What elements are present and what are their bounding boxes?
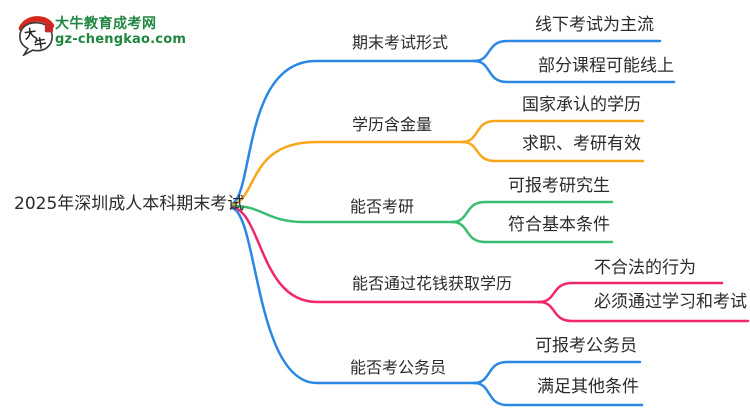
leaf-line-some-online [472,59,676,84]
logo-red-hat-arc [18,16,55,32]
leaf-label-valid-for-jobs: 求职、考研有效 [522,134,641,154]
leaf-label-can-apply-civil-service: 可报考公务员 [535,336,637,356]
leaf-label-meet-other-conditions: 满足其他条件 [537,377,639,397]
leaf-label-state-recognized: 国家承认的学历 [522,95,641,115]
leaf-label-must-study-and-exam: 必须通过学习和考试 [594,292,747,312]
logo-char-niu: 牛 [33,35,47,52]
branch-label-postgrad: 能否考研 [350,197,415,216]
leaf-line-must-study-and-exam [537,300,750,323]
leaf-label-meet-basic-conditions: 符合基本条件 [508,215,610,235]
leaf-line-meet-basic-conditions [450,220,614,244]
branch-label-pay-for-degree: 能否通过花钱获取学历 [352,274,513,293]
daniu-speech-bubble-icon: 大 牛 [18,16,55,56]
leaf-line-offline-mainstream [472,39,662,63]
leaf-line-valid-for-jobs [460,140,645,163]
branch-line-postgrad [230,204,460,224]
logo-red-seal [44,24,53,33]
logo-title: 大牛教育成考网 [55,16,157,32]
site-logo: 大 牛 大牛教育成考网 gz-chengkao.com [0,0,200,70]
leaf-label-illegal-behavior: 不合法的行为 [594,258,696,278]
branch-line-pay-for-degree [230,205,547,304]
leaf-line-state-recognized [460,119,645,144]
branch-line-degree-value [230,140,470,207]
leaf-label-can-apply-postgrad: 可报考研究生 [508,176,610,196]
logo-char-da: 大 [23,25,38,42]
branch-line-exam-format [230,59,482,206]
branch-label-civil-service: 能否考公务员 [350,358,447,377]
leaf-line-can-apply-civil-service [472,360,642,385]
branch-line-civil-service [230,206,482,385]
logo-domain: gz-chengkao.com [55,32,187,47]
leaf-label-some-online: 部分课程可能线上 [538,56,674,76]
leaf-line-can-apply-postgrad [450,200,614,224]
leaf-label-offline-mainstream: 线下考试为主流 [535,15,654,35]
branch-label-exam-format: 期末考试形式 [352,33,449,52]
root-node-label: 2025年深圳成人本科期末考试 [14,194,245,214]
branch-label-degree-value: 学历含金量 [352,115,433,134]
leaf-line-meet-other-conditions [472,381,644,407]
